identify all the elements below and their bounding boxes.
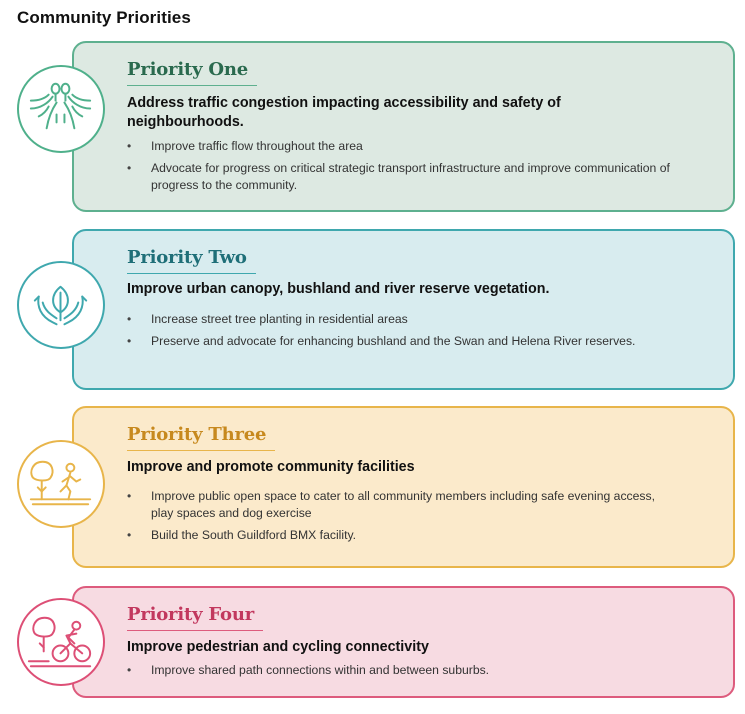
park-walker-icon: [17, 440, 105, 528]
priority-heading: Priority Two: [127, 247, 256, 274]
priority-heading: Priority Three: [127, 424, 276, 451]
priority-heading: Priority One: [127, 59, 258, 86]
bullet-item: •Improve traffic flow throughout the are…: [127, 139, 363, 153]
priority-bullet-list: •Improve public open space to cater to a…: [127, 488, 667, 549]
priority-subtitle: Address traffic congestion impacting acc…: [127, 95, 561, 130]
priority-bullet-list: •Improve shared path connections within …: [127, 662, 687, 684]
priority-bullet-list: •Improve traffic flow throughout the are…: [127, 138, 687, 199]
hands-leaf-icon: [17, 261, 105, 349]
bullet-item: •Increase street tree planting in reside…: [127, 312, 408, 326]
priority-bullet-list: •Increase street tree planting in reside…: [127, 311, 647, 355]
priority-subtitle: Improve and promote community facilities: [127, 459, 415, 475]
bullet-item: •Preserve and advocate for enhancing bus…: [127, 334, 636, 348]
cyclist-icon: [17, 598, 105, 686]
priority-card-three: Priority Three Improve and promote commu…: [72, 406, 735, 568]
bullet-item: •Improve shared path connections within …: [127, 663, 490, 677]
bullet-item: •Improve public open space to cater to a…: [127, 489, 656, 520]
page-title: Community Priorities: [17, 8, 191, 27]
priority-subtitle: Improve pedestrian and cycling connectiv…: [127, 639, 429, 655]
priority-card-two: Priority Two Improve urban canopy, bushl…: [72, 229, 735, 390]
priority-card-one: Priority One Address traffic congestion …: [72, 41, 735, 212]
bullet-item: •Advocate for progress on critical strat…: [127, 161, 670, 192]
priority-subtitle: Improve urban canopy, bushland and river…: [127, 281, 550, 297]
priority-heading: Priority Four: [127, 604, 263, 631]
bullet-item: •Build the South Guildford BMX facility.: [127, 528, 357, 542]
roads-icon: [17, 65, 105, 153]
priority-card-four: Priority Four Improve pedestrian and cyc…: [72, 586, 735, 698]
